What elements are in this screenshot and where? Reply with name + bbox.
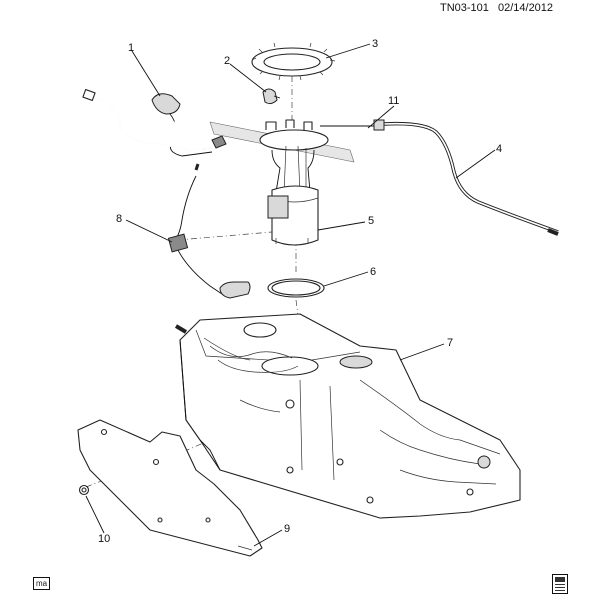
figure-date: 02/14/2012	[497, 2, 554, 14]
book-icon	[552, 574, 568, 594]
callout-5: 5	[368, 215, 374, 227]
ma-badge: ma	[33, 577, 50, 590]
callout-11: 11	[388, 95, 399, 107]
leader-lines	[85, 43, 496, 547]
fuel-pump-module	[259, 119, 329, 246]
callout-6: 6	[370, 266, 376, 278]
fuel-level-sender	[167, 163, 251, 299]
lock-ring	[251, 42, 336, 81]
fuel-feed-line	[320, 119, 559, 236]
heat-shield	[77, 419, 263, 557]
pump-seal	[267, 278, 325, 298]
callout-1: 1	[128, 42, 134, 54]
figure-id: TN03-101	[440, 2, 489, 14]
shield-nut	[78, 484, 90, 496]
fuel-tank	[174, 313, 521, 519]
vapor-connector	[262, 88, 281, 105]
callout-3: 3	[372, 38, 378, 50]
vent-harness	[82, 88, 229, 157]
callout-10: 10	[98, 533, 110, 545]
callout-4: 4	[496, 143, 502, 155]
callout-9: 9	[284, 523, 290, 535]
callout-2: 2	[224, 55, 230, 67]
callout-7: 7	[447, 337, 453, 349]
callout-8: 8	[116, 213, 122, 225]
figure-header: TN03-101 02/14/2012	[440, 2, 596, 14]
